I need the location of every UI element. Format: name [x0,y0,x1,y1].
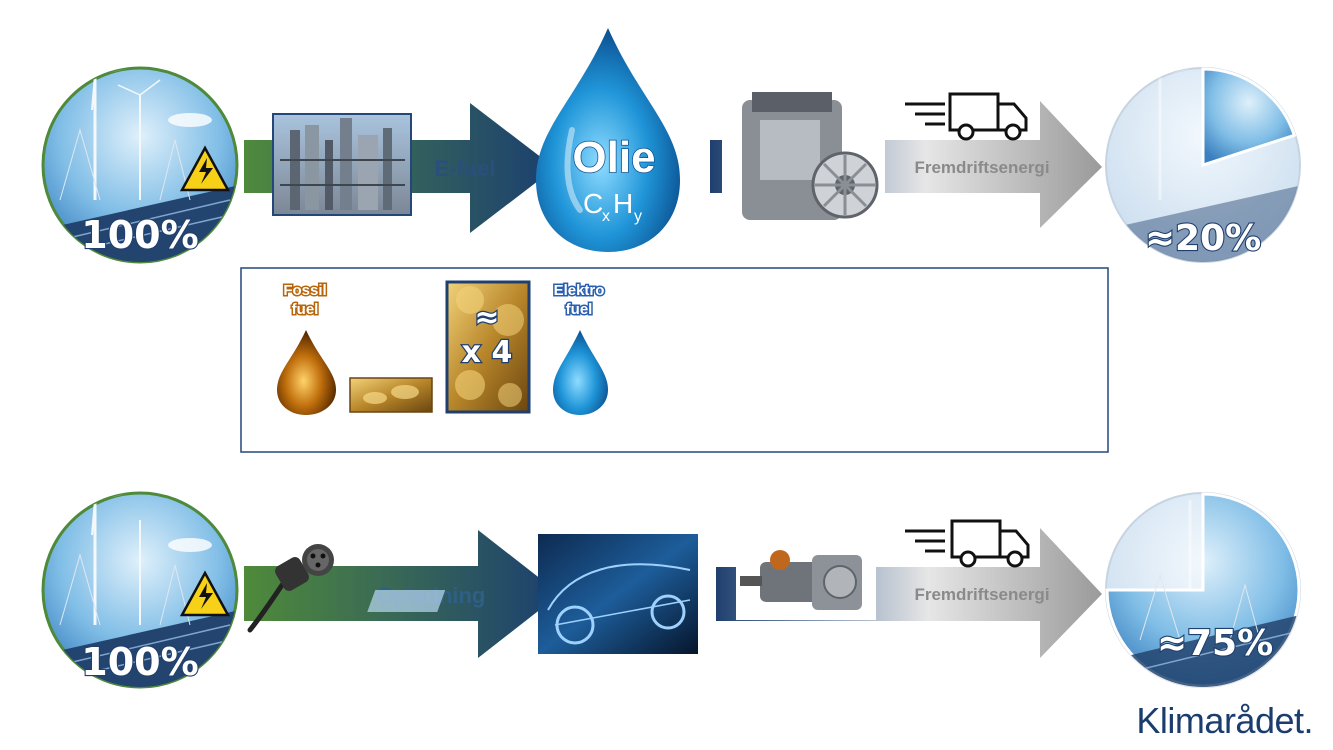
electro-label-line1: Elektro [554,282,605,299]
top-output-circle [1105,67,1301,263]
formula-y: y [634,208,642,225]
top-propulsion-label: Fremdriftsenergi [914,158,1049,177]
drop-title: Olie [572,133,655,182]
bottom-power-source-circle [41,491,239,689]
efuel-arrow-label: E-fuel [434,156,495,181]
top-power-source-circle [41,66,239,264]
oil-drop-icon [536,28,680,252]
klimaraadet-logo: Klimarådet. [1136,700,1313,741]
truck-icon [905,92,1028,141]
bottom-input-percent: 100% [81,640,198,684]
bottom-propulsion-label: Fremdriftsenergi [914,585,1049,604]
top-propulsion-arrow [710,101,1102,228]
bottom-propulsion-arrow [716,528,1102,658]
chemical-formula: C x H y [583,188,642,225]
formula-c: C [583,188,603,219]
engine-image [722,82,885,238]
top-output-sector [1201,67,1297,168]
formula-h: H [613,188,633,219]
multiplier-value: x 4 [462,335,513,370]
bottom-output-circle [1105,492,1301,688]
charging-plug-icon [247,544,334,633]
top-input-percent: 100% [81,213,198,257]
fossil-cost-coins-image [349,377,433,413]
top-output-percent: ≈20% [1145,218,1261,259]
cost-multiplier: ≈ x 4 [460,299,513,372]
fossil-fuel-label: Fossil fuel [282,281,328,320]
electric-car-image [367,534,698,654]
truck-icon [905,519,1030,568]
electro-fuel-label: Elektro fuel [552,281,606,320]
refinery-image [272,113,412,216]
fossil-label-line1: Fossil [283,282,326,299]
bottom-output-percent: ≈75% [1157,623,1273,664]
cost-comparison-box [240,267,1109,453]
electric-motor-image [736,542,876,620]
formula-x: x [602,208,610,225]
electro-label-line2: fuel [566,301,593,318]
multiplier-approx: ≈ [474,300,499,335]
fossil-label-line2: fuel [292,301,319,318]
fossil-oil-drop-icon [277,330,336,415]
electro-fuel-drop-icon [553,330,608,415]
